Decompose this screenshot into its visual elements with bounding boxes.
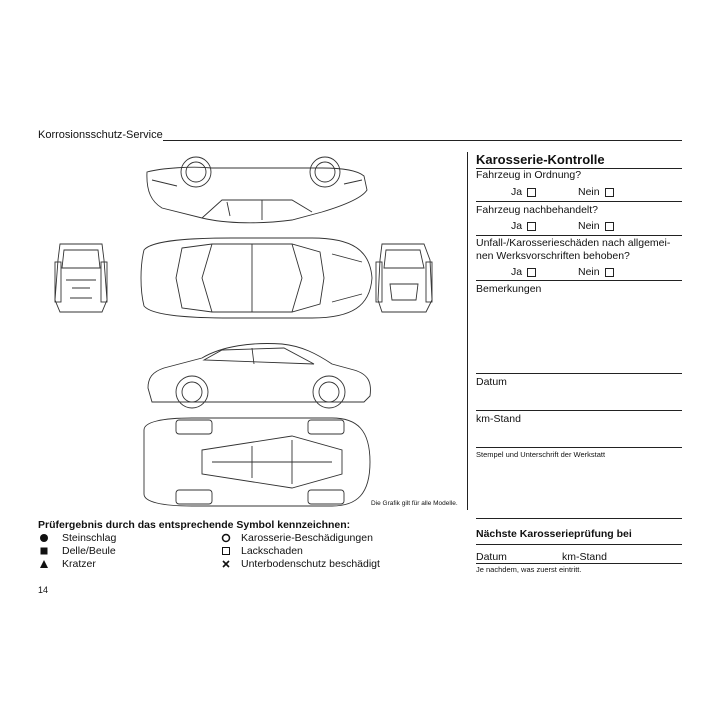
no-label: Nein bbox=[578, 186, 600, 198]
yes-label: Ja bbox=[511, 220, 523, 232]
legend-label: Steinschlag bbox=[62, 532, 117, 544]
no-label: Nein bbox=[578, 220, 600, 232]
divider bbox=[476, 280, 682, 281]
divider bbox=[476, 201, 682, 202]
no-option-2[interactable]: Nein bbox=[578, 220, 614, 232]
open-square-icon bbox=[222, 547, 230, 555]
checkbox-no-1[interactable] bbox=[604, 187, 614, 197]
legend-left: Steinschlag Delle/Beule Kratzer bbox=[38, 532, 116, 570]
no-label: Nein bbox=[578, 266, 600, 278]
car-front-view bbox=[375, 243, 433, 313]
divider bbox=[476, 168, 682, 169]
km-field-line[interactable] bbox=[476, 447, 682, 448]
panel-title: Karosserie-Kontrolle bbox=[476, 152, 605, 167]
graphic-note: Die Grafik gilt für alle Modelle. bbox=[371, 500, 458, 507]
page-title: Korrosionsschutz-Service bbox=[38, 129, 163, 141]
car-diagram bbox=[54, 156, 433, 507]
yes-label: Ja bbox=[511, 266, 523, 278]
car-underbody-view bbox=[143, 417, 371, 507]
yes-label: Ja bbox=[511, 186, 523, 198]
remarks-field-line[interactable] bbox=[476, 373, 682, 374]
date-label: Datum bbox=[476, 376, 507, 388]
legend-item: Steinschlag bbox=[38, 532, 116, 544]
yes-option-1[interactable]: Ja bbox=[511, 186, 537, 198]
car-rear-view bbox=[54, 243, 108, 313]
next-note: Je nachdem, was zuerst eintritt. bbox=[476, 565, 582, 574]
page-number: 14 bbox=[38, 585, 49, 595]
vertical-divider bbox=[467, 152, 468, 510]
legend-item: Delle/Beule bbox=[38, 545, 116, 557]
stamp-label: Stempel und Unterschrift der Werkstatt bbox=[476, 450, 606, 459]
next-km-label: km-Stand bbox=[562, 551, 607, 563]
yes-option-2[interactable]: Ja bbox=[511, 220, 537, 232]
legend-item: Lackschaden bbox=[220, 545, 380, 557]
filled-triangle-icon bbox=[40, 560, 48, 568]
legend-item: Karosserie-Beschädigungen bbox=[220, 532, 380, 544]
checkbox-no-2[interactable] bbox=[604, 221, 614, 231]
checkbox-yes-3[interactable] bbox=[527, 267, 537, 277]
remarks-label: Bemerkungen bbox=[476, 283, 542, 295]
next-inspection-title: Nächste Karosserieprüfung bei bbox=[476, 528, 632, 540]
km-label: km-Stand bbox=[476, 413, 521, 425]
legend-title: Prüfergebnis durch das entsprechende Sym… bbox=[38, 519, 351, 531]
question-treated: Fahrzeug nachbehandelt? bbox=[476, 204, 599, 216]
no-option-1[interactable]: Nein bbox=[578, 186, 614, 198]
question-line-2: nen Werksvorschriften behoben? bbox=[476, 250, 630, 262]
question-line-1: Unfall-/Karosserieschäden nach allgemei- bbox=[476, 237, 671, 249]
divider bbox=[476, 235, 682, 236]
legend-label: Unterbodenschutz beschädigt bbox=[241, 558, 380, 570]
legend-item: Kratzer bbox=[38, 558, 116, 570]
legend-label: Delle/Beule bbox=[62, 545, 116, 557]
question-damage-fixed: Unfall-/Karosserieschäden nach allgemei-… bbox=[476, 237, 682, 263]
date-field-line[interactable] bbox=[476, 410, 682, 411]
legend-label: Kratzer bbox=[62, 558, 96, 570]
checkbox-yes-2[interactable] bbox=[527, 221, 537, 231]
divider bbox=[476, 544, 682, 545]
header-rule bbox=[163, 140, 682, 141]
legend-label: Karosserie-Beschädigungen bbox=[241, 532, 373, 544]
yes-option-3[interactable]: Ja bbox=[511, 266, 537, 278]
next-date-label: Datum bbox=[476, 551, 507, 563]
no-option-3[interactable]: Nein bbox=[578, 266, 614, 278]
car-side-view bbox=[147, 343, 371, 409]
legend-right: Karosserie-Beschädigungen Lackschaden Un… bbox=[220, 532, 380, 570]
cross-icon bbox=[222, 560, 230, 568]
car-top-view bbox=[140, 237, 373, 319]
legend-label: Lackschaden bbox=[241, 545, 303, 557]
open-circle-icon bbox=[221, 533, 231, 543]
checkbox-yes-1[interactable] bbox=[527, 187, 537, 197]
stamp-field-line[interactable] bbox=[476, 518, 682, 519]
question-vehicle-ok: Fahrzeug in Ordnung? bbox=[476, 169, 582, 181]
filled-circle-icon bbox=[40, 534, 48, 542]
filled-square-icon bbox=[40, 547, 48, 555]
checkbox-no-3[interactable] bbox=[604, 267, 614, 277]
legend-item: Unterbodenschutz beschädigt bbox=[220, 558, 380, 570]
next-field-line[interactable] bbox=[476, 563, 682, 564]
car-side-upside-down bbox=[146, 156, 368, 224]
